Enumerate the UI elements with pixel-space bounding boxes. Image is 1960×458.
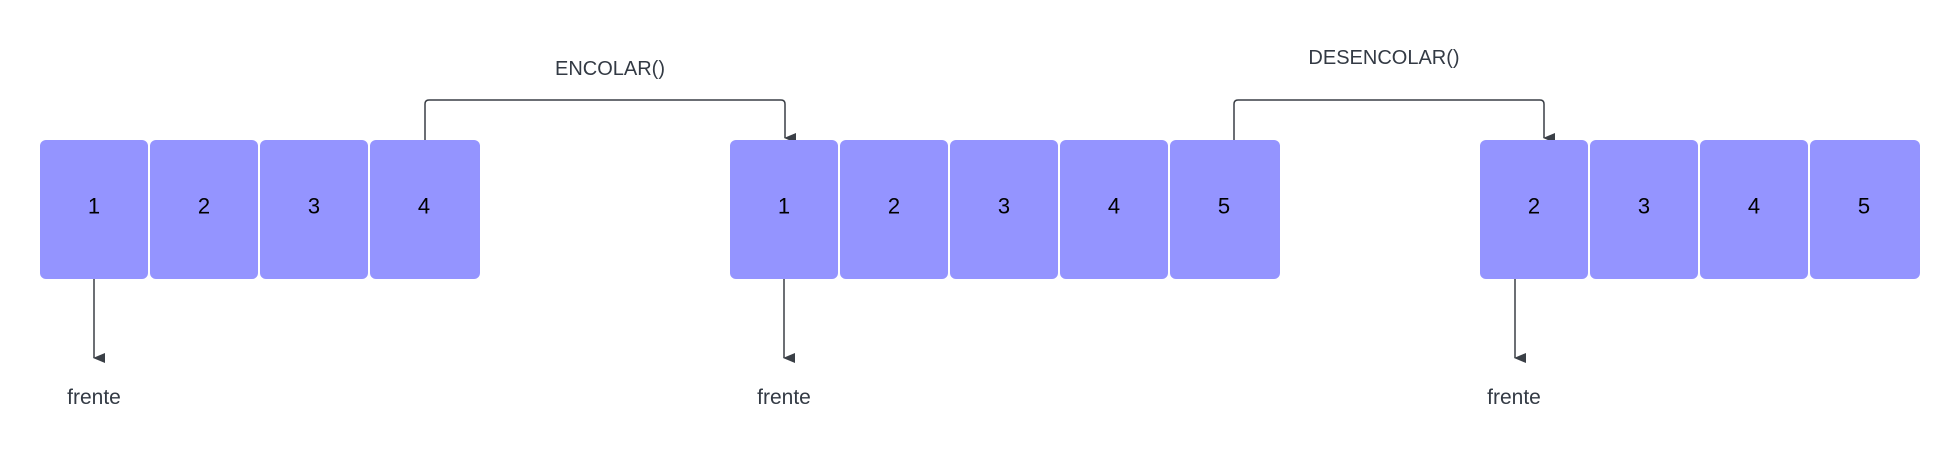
queue-cell: 3 xyxy=(260,140,368,279)
cell-value: 3 xyxy=(308,194,320,219)
queue-cell: 2 xyxy=(1480,140,1588,279)
cell-value: 3 xyxy=(1638,194,1650,219)
cell-value: 1 xyxy=(88,194,100,219)
front-label: frente xyxy=(1487,386,1541,409)
queue-cell: 2 xyxy=(840,140,948,279)
queue-cell: 4 xyxy=(1700,140,1808,279)
queue-initial: 1 2 3 4 frente xyxy=(40,140,480,409)
queue-cell: 5 xyxy=(1810,140,1920,279)
cell-value: 4 xyxy=(1108,194,1120,219)
queue-cell: 2 xyxy=(150,140,258,279)
cell-value: 4 xyxy=(1748,194,1760,219)
queue-after-dequeue: 2 3 4 5 frente xyxy=(1480,140,1920,409)
operation-enqueue: ENCOLAR() xyxy=(424,58,796,143)
operation-dequeue: DESENCOLAR() xyxy=(1233,47,1555,143)
front-label: frente xyxy=(67,386,121,409)
operation-label: DESENCOLAR() xyxy=(1308,47,1459,69)
queue-cell: 4 xyxy=(370,140,480,279)
cell-value: 2 xyxy=(888,194,900,219)
cell-value: 5 xyxy=(1858,194,1870,219)
operation-label: ENCOLAR() xyxy=(555,58,665,80)
cell-value: 5 xyxy=(1218,194,1230,219)
queue-cell: 3 xyxy=(950,140,1058,279)
enqueue-arrow xyxy=(424,99,796,143)
queue-after-enqueue: 1 2 3 4 5 frente xyxy=(730,140,1280,409)
queue-cell: 1 xyxy=(40,140,148,279)
cell-value: 4 xyxy=(418,194,430,219)
queue-cell: 3 xyxy=(1590,140,1698,279)
queue-cell: 4 xyxy=(1060,140,1168,279)
dequeue-arrow xyxy=(1233,99,1555,143)
queue-cell: 1 xyxy=(730,140,838,279)
front-label: frente xyxy=(757,386,811,409)
cell-value: 2 xyxy=(198,194,210,219)
cell-value: 1 xyxy=(778,194,790,219)
queue-cell: 5 xyxy=(1170,140,1280,279)
cell-value: 3 xyxy=(998,194,1010,219)
cell-value: 2 xyxy=(1528,194,1540,219)
